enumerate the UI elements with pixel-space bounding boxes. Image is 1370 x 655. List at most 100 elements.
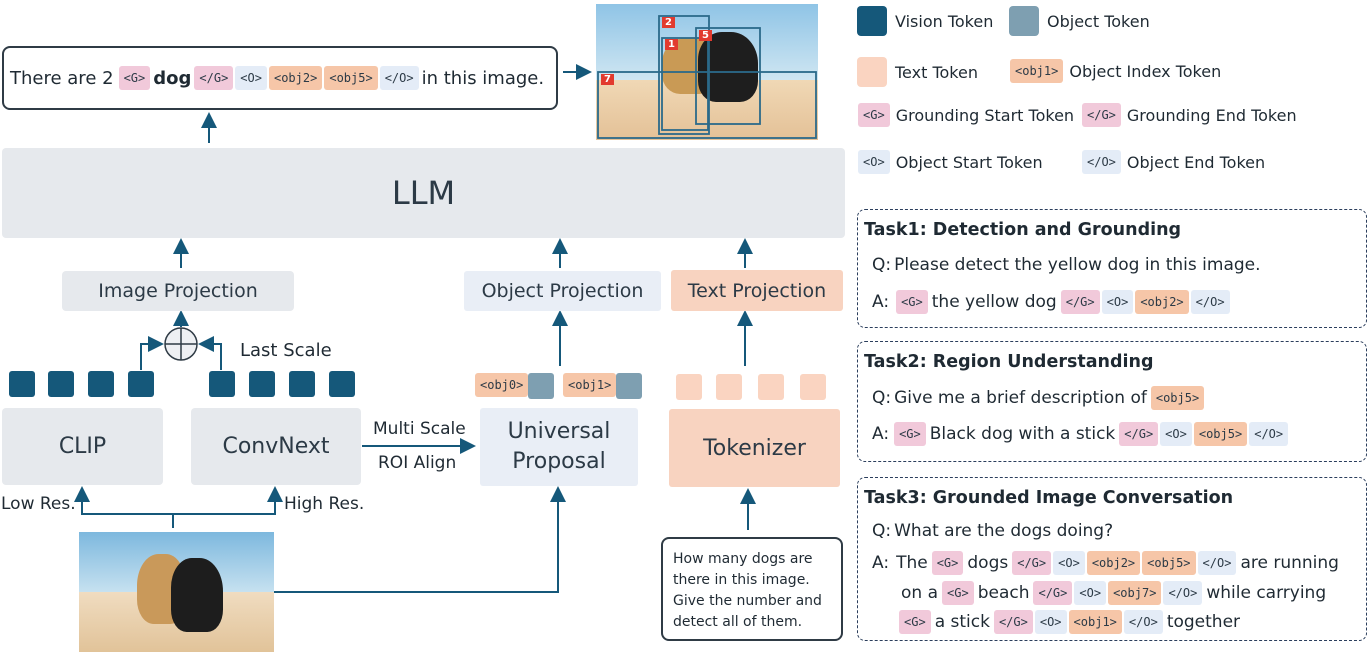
object-index-token: <obj1>	[1010, 59, 1064, 83]
roi-label-1: Multi Scale	[373, 419, 466, 439]
legend-object-start: <O> Object Start Token	[857, 150, 1043, 174]
object-index-token: <obj5>	[1142, 551, 1196, 575]
text-token-swatch	[857, 57, 887, 87]
output-word: dog	[153, 67, 192, 89]
answer-text: the yellow dog	[931, 292, 1057, 312]
object-index-token: <obj7>	[1108, 581, 1162, 605]
prompt-line: Give the number and	[673, 593, 822, 609]
box-label-2: 2	[662, 17, 675, 28]
convnext-label: ConvNext	[222, 434, 330, 459]
tokenizer: Tokenizer	[669, 409, 840, 487]
a-label: A:	[872, 292, 890, 312]
task3-panel: Task3: Grounded Image Conversation Q: Wh…	[857, 477, 1367, 641]
clip-encoder: CLIP	[2, 408, 163, 485]
answer-text: The	[896, 553, 928, 573]
answer-text: together	[1166, 612, 1241, 632]
bounding-boxes	[597, 15, 817, 139]
task1-title: Task1: Detection and Grounding	[864, 220, 1182, 240]
object-end-token: </O>	[1249, 422, 1289, 446]
question-text: Please detect the yellow dog in this ima…	[894, 255, 1261, 275]
image-projection: Image Projection	[62, 271, 294, 311]
answer-text: are running	[1240, 553, 1339, 573]
object-end-token: </O>	[379, 66, 419, 90]
legend-label: Grounding Start Token	[895, 105, 1075, 125]
grounding-start-token: <G>	[899, 610, 931, 634]
box-label-1: 1	[665, 39, 678, 50]
task3-answer-line-3: <G> a stick </G> <O> <obj1> </O> togethe…	[898, 610, 1243, 634]
object-token	[528, 373, 554, 399]
object-index-token: <obj2>	[1135, 290, 1189, 314]
answer-text: a stick	[934, 612, 990, 632]
object-projection-label: Object Projection	[481, 280, 644, 302]
prompt-line: there in this image.	[673, 572, 810, 588]
input-image	[79, 532, 274, 652]
object-start-token: <O>	[1074, 581, 1107, 605]
legend-label: Object Token	[1047, 11, 1150, 31]
universal-proposal: Universal Proposal	[480, 408, 638, 486]
task2-panel: Task2: Region Understanding Q: Give me a…	[857, 341, 1367, 462]
object-start-token: <O>	[1053, 551, 1085, 575]
convnext-encoder: ConvNext	[191, 408, 361, 485]
legend-label: Grounding End Token	[1126, 105, 1297, 125]
object-index-token: <obj2>	[1086, 551, 1141, 575]
task2-answer: A: <G> Black dog with a stick </G> <O> <…	[872, 422, 1289, 446]
vision-token	[48, 371, 74, 397]
object-start-token: <O>	[235, 66, 267, 90]
legend-label: Object End Token	[1126, 152, 1266, 172]
object-projection: Object Projection	[464, 271, 661, 311]
task1-panel: Task1: Detection and Grounding Q: Please…	[857, 209, 1367, 328]
legend-label: Object Index Token	[1069, 61, 1222, 81]
answer-text: Black dog with a stick	[929, 424, 1116, 444]
grounding-start-token: <G>	[896, 290, 928, 314]
q-label: Q:	[872, 521, 892, 541]
task1-question: Q: Please detect the yellow dog in this …	[872, 255, 1264, 275]
task3-title: Task3: Grounded Image Conversation	[864, 488, 1234, 508]
vision-token	[289, 371, 315, 397]
grounding-end-token: </G>	[1033, 581, 1073, 605]
text-projection-label: Text Projection	[687, 279, 827, 302]
text-token	[716, 374, 742, 400]
grounding-start-token: <G>	[931, 551, 964, 575]
vision-token	[128, 371, 154, 397]
answer-text: dogs	[967, 553, 1009, 573]
object-start-token: <O>	[858, 150, 890, 174]
legend-grounding-end: </G> Grounding End Token	[1081, 103, 1297, 127]
object-start-token: <O>	[1101, 290, 1134, 314]
roi-label-2: ROI Align	[378, 453, 457, 473]
object-start-token: <O>	[1160, 422, 1192, 446]
llm-label: LLM	[391, 174, 456, 212]
task3-answer-line-1: A: The <G> dogs </G> <O> <obj2> <obj5> <…	[872, 551, 1342, 575]
vision-token	[209, 371, 235, 397]
grounding-end-token: </G>	[194, 66, 234, 90]
legend-label: Vision Token	[895, 11, 994, 31]
a-label: A:	[872, 424, 890, 444]
object-end-token: </O>	[1123, 610, 1163, 634]
text-token	[800, 374, 826, 400]
legend-vision-token: Vision Token	[857, 6, 993, 36]
answer-text: on a	[901, 583, 938, 603]
vision-token	[249, 371, 275, 397]
grounding-start-token: <G>	[942, 581, 974, 605]
proposal-label-2: Proposal	[512, 449, 606, 474]
output-suffix: in this image.	[421, 67, 545, 89]
object-end-token: </O>	[1163, 581, 1203, 605]
legend-object-end: </O> Object End Token	[1081, 150, 1265, 174]
object-token	[616, 373, 642, 399]
object-index-token: <obj1>	[563, 373, 617, 397]
task3-question: Q: What are the dogs doing?	[872, 521, 1116, 541]
high-res-label: High Res.	[284, 494, 365, 514]
question-text: Give me a brief description of	[894, 388, 1147, 408]
last-scale-label: Last Scale	[240, 340, 332, 361]
vision-token	[329, 371, 355, 397]
text-projection: Text Projection	[671, 270, 843, 311]
vision-token	[88, 371, 114, 397]
box-label-5: 5	[699, 30, 712, 41]
q-label: Q:	[872, 255, 892, 275]
llm-block: LLM	[2, 148, 845, 238]
tokenizer-label: Tokenizer	[703, 435, 806, 461]
q-label: Q:	[872, 388, 892, 408]
object-index-token: <obj5>	[1193, 422, 1248, 446]
clip-label: CLIP	[58, 434, 107, 459]
grounding-start-token: <G>	[894, 422, 926, 446]
grounding-end-token: </G>	[993, 610, 1033, 634]
